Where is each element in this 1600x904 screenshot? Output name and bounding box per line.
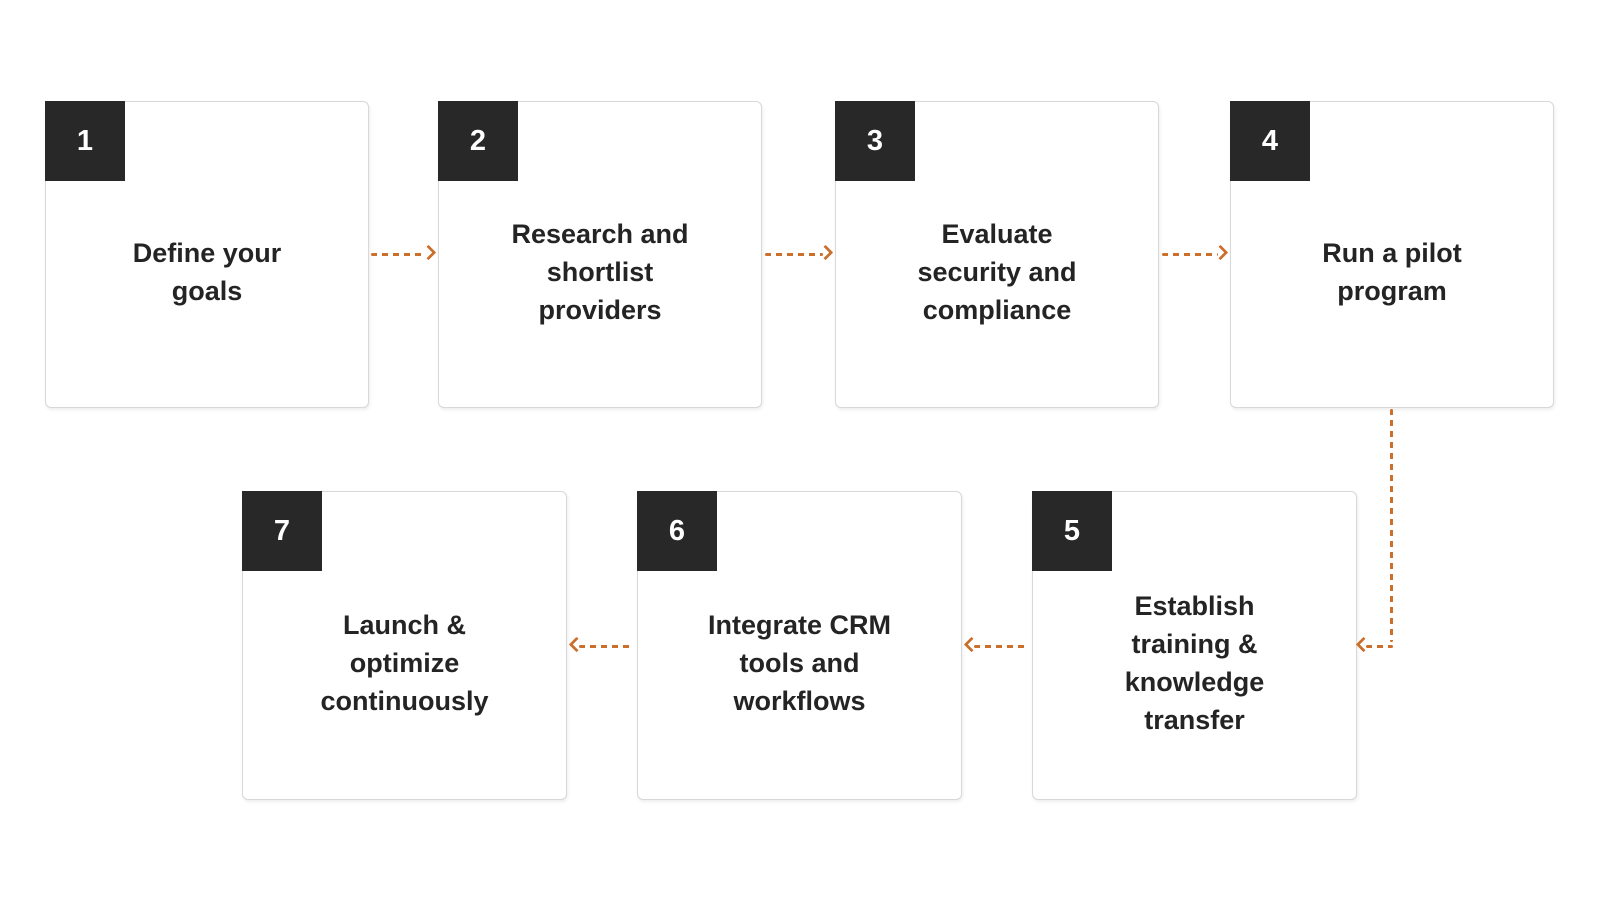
step-box-3: 3 Evaluate security and compliance — [835, 101, 1159, 408]
step-number-badge: 2 — [438, 101, 518, 181]
step-label: Integrate CRM tools and workflows — [707, 609, 891, 716]
arrowhead-right-icon — [420, 244, 437, 261]
dashed-line — [974, 644, 1029, 648]
step-label-wrap: Launch & optimize continuously — [243, 492, 566, 799]
step-box-6: 6 Integrate CRM tools and workflows — [637, 491, 962, 800]
arrowhead-left-icon — [963, 636, 980, 653]
step-label-wrap: Establish training & knowledge transfer — [1033, 492, 1356, 799]
step-number-badge: 1 — [45, 101, 125, 181]
step-number-badge: 4 — [1230, 101, 1310, 181]
step-label-wrap: Integrate CRM tools and workflows — [638, 492, 961, 799]
step-label: Define your goals — [132, 237, 282, 306]
dashed-line — [371, 252, 426, 256]
step-box-5: 5 Establish training & knowledge transfe… — [1032, 491, 1357, 800]
connector-arrow-4-5 — [1355, 636, 1393, 654]
dashed-line — [765, 252, 823, 256]
dashed-line — [579, 644, 634, 648]
step-number-badge: 7 — [242, 491, 322, 571]
step-number-badge: 3 — [835, 101, 915, 181]
arrowhead-left-icon — [568, 636, 585, 653]
connector-arrow-6-7 — [568, 636, 634, 654]
dashed-line — [1366, 644, 1393, 648]
step-label: Establish training & knowledge transfer — [1124, 590, 1265, 735]
connector-arrow-1-2 — [371, 244, 437, 262]
step-number-badge: 5 — [1032, 491, 1112, 571]
step-box-4: 4 Run a pilot program — [1230, 101, 1554, 408]
connector-vertical-line-4-5 — [1390, 409, 1393, 642]
connector-arrow-3-4 — [1162, 244, 1229, 262]
dashed-line — [1162, 252, 1218, 256]
step-label: Run a pilot program — [1322, 237, 1462, 306]
step-label-wrap: Run a pilot program — [1231, 102, 1553, 407]
step-box-7: 7 Launch & optimize continuously — [242, 491, 567, 800]
connector-arrow-2-3 — [765, 244, 834, 262]
step-label-wrap: Define your goals — [46, 102, 368, 407]
step-number-badge: 6 — [637, 491, 717, 571]
step-box-1: 1 Define your goals — [45, 101, 369, 408]
step-box-2: 2 Research and shortlist providers — [438, 101, 762, 408]
step-label: Research and shortlist providers — [511, 218, 689, 325]
step-label-wrap: Research and shortlist providers — [439, 102, 761, 407]
arrowhead-right-icon — [1212, 244, 1229, 261]
step-label: Evaluate security and compliance — [917, 218, 1077, 325]
arrowhead-right-icon — [817, 244, 834, 261]
connector-arrow-5-6 — [963, 636, 1029, 654]
step-label-wrap: Evaluate security and compliance — [836, 102, 1158, 407]
arrowhead-left-icon — [1355, 636, 1372, 653]
step-label: Launch & optimize continuously — [320, 609, 489, 716]
